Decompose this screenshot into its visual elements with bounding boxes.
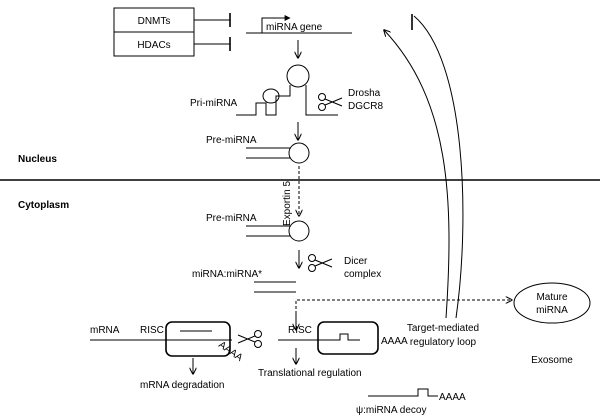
decoy-polya-label: AAAA <box>439 392 466 403</box>
dicer-scissors-icon <box>308 254 333 272</box>
dgcr8-label: DGCR8 <box>348 101 383 112</box>
regulatory-loop-label-line2: regulatory loop <box>410 337 477 348</box>
hdacs-inhibitor: HDACs <box>113 31 231 57</box>
dnmts-label: DNMTs <box>138 16 171 27</box>
regulatory-loop-arrow <box>384 30 450 319</box>
mirna-duplex: miRNA:miRNA* <box>192 269 296 293</box>
regulatory-loop-inhibit-curve <box>413 15 464 319</box>
drosha-scissors-icon <box>318 93 343 111</box>
risc-left-complex <box>165 321 231 357</box>
pre-mirna-cytoplasm: Pre-miRNA <box>206 213 310 242</box>
mirna-gene: miRNA gene <box>246 15 352 34</box>
pri-mirna-strand <box>236 85 291 116</box>
pri-mirna-structure: Pri-miRNA <box>190 64 338 116</box>
risc-translational: RISC AAAA <box>278 321 408 355</box>
pre-mirna-nucleus-loop <box>288 142 310 164</box>
pre-mirna-cytoplasm-loop <box>288 220 310 242</box>
mirna-gene-label: miRNA gene <box>266 22 323 33</box>
pri-mirna-label: Pri-miRNA <box>190 98 238 109</box>
dicer-complex-label: complex <box>344 269 381 280</box>
exportin-label: Exportin 5 <box>282 181 293 226</box>
translational-regulation-label: Translational regulation <box>258 368 362 379</box>
exosome: Mature miRNA Exosome <box>513 282 591 366</box>
promoter-arrow <box>261 15 291 33</box>
drosha-label: Drosha <box>348 88 381 99</box>
mature-mirna-label-line1: Mature <box>536 292 568 303</box>
hdacs-label: HDACs <box>137 40 170 51</box>
mirna-decoy: AAAA ψ:miRNA decoy <box>356 388 466 416</box>
risc-right-label: RISC <box>288 325 312 336</box>
pre-mirna-nucleus-label: Pre-miRNA <box>206 135 257 146</box>
mrna-label: mRNA <box>90 325 120 336</box>
decoy-label: ψ:miRNA decoy <box>356 405 426 416</box>
decoy-strand <box>368 388 438 397</box>
risc-scissors-icon <box>237 330 262 348</box>
pre-mirna-cytoplasm-label: Pre-miRNA <box>206 213 257 224</box>
cytoplasm-label: Cytoplasm <box>18 200 69 211</box>
regulatory-loop-label-line1: Target-mediated <box>407 323 479 334</box>
dicer-label: Dicer <box>344 256 368 267</box>
polya-right-label: AAAA <box>381 336 408 347</box>
pri-mirna-small-loop <box>262 88 280 104</box>
duplex-label: miRNA:miRNA* <box>192 269 262 280</box>
risc-degradation: mRNA RISC AAAA <box>90 321 245 364</box>
dnmts-inhibitor: DNMTs <box>113 7 231 33</box>
pri-mirna-terminal-loop <box>286 64 310 88</box>
pri-mirna-strand-right <box>305 85 338 116</box>
risc-left-label: RISC <box>140 325 164 336</box>
pre-mirna-nucleus: Pre-miRNA <box>206 135 310 164</box>
mature-mirna-label-line2: miRNA <box>536 305 568 316</box>
exosome-vesicle <box>513 282 591 324</box>
mrna-degradation-label: mRNA degradation <box>140 380 225 391</box>
risc-right-complex <box>317 321 379 355</box>
nucleus-label: Nucleus <box>18 154 57 165</box>
export-to-exosome-arrow <box>295 300 512 314</box>
exosome-label: Exosome <box>531 355 573 366</box>
target-mrna-bulge <box>326 333 360 341</box>
